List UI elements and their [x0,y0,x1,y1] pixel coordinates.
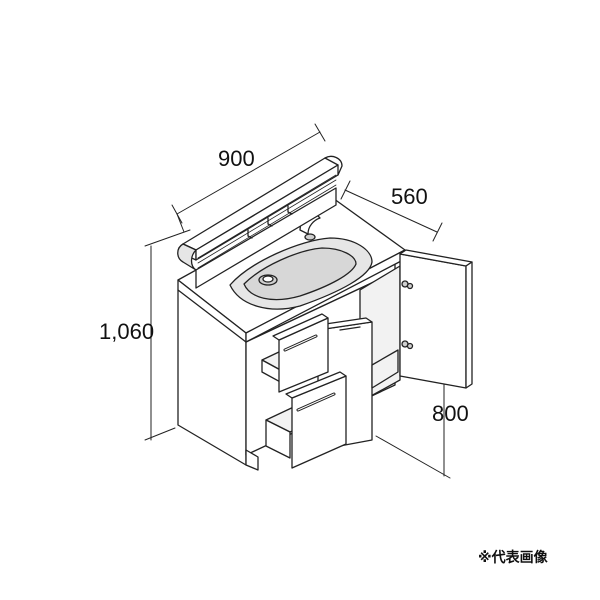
lower-drawer [265,371,347,469]
upper-drawer [261,313,329,393]
representative-image-note: ※代表画像 [478,550,548,566]
width-dimension-label: 900 [218,146,255,171]
depth-dimension-label: 560 [391,184,428,209]
backsplash-shelf [177,155,343,289]
total-height-dimension-label: 1,060 [99,319,155,344]
counter-height-dimension-label: 800 [432,401,469,426]
